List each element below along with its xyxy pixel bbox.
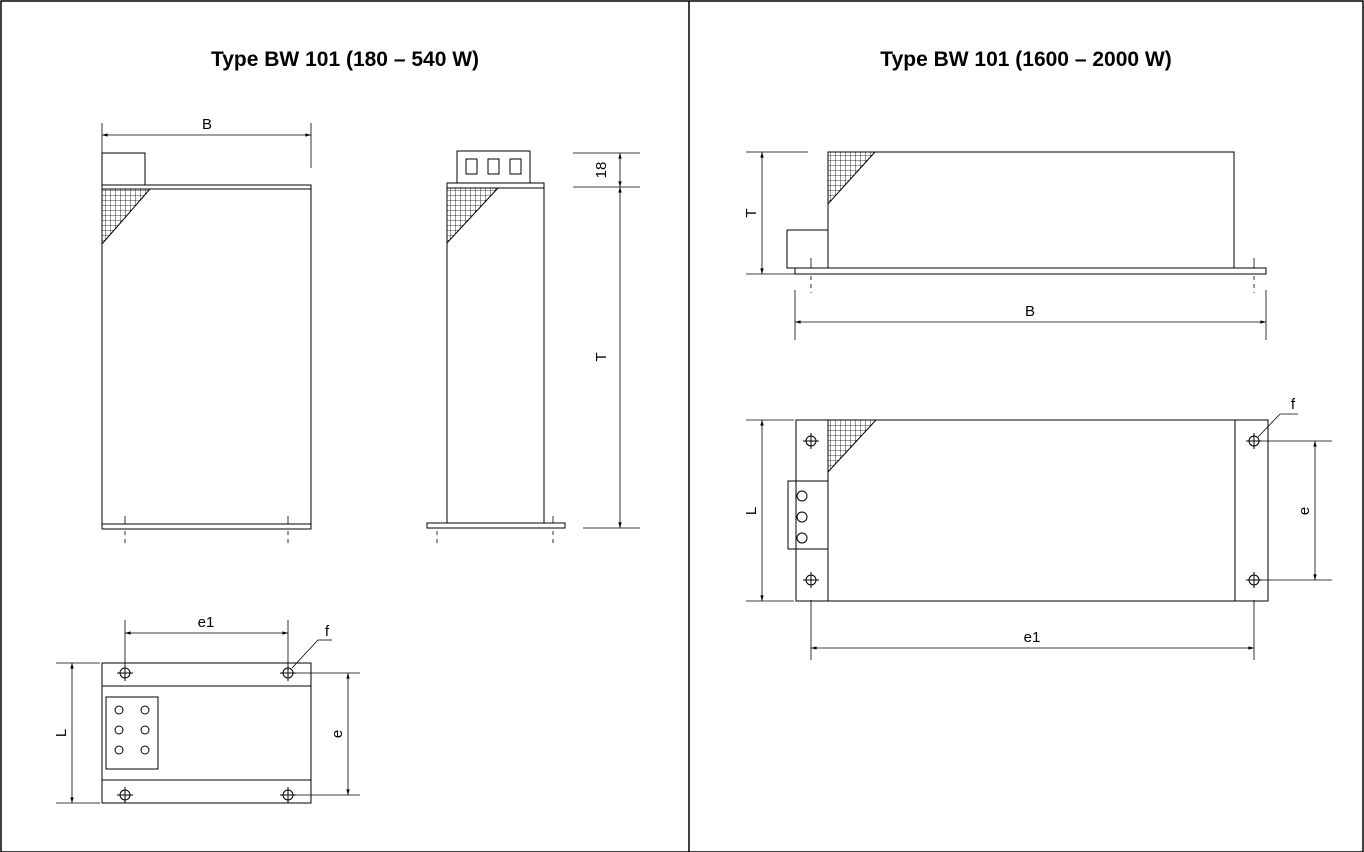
- left-top-dimensions: [56, 620, 360, 804]
- left-panel-title: Type BW 101 (180 – 540 W): [210, 48, 480, 71]
- label-t-right: T: [743, 208, 760, 217]
- label-f-left: f: [325, 623, 330, 640]
- left-mounting-holes: [117, 665, 296, 803]
- label-t-left: T: [593, 352, 610, 361]
- label-e1-left: e1: [198, 614, 215, 631]
- label-l-right: L: [743, 507, 760, 515]
- dimension-b-left: [101, 123, 312, 168]
- right-panel-title: Type BW 101 (1600 – 2000 W): [880, 48, 1172, 71]
- label-l-left: L: [53, 729, 70, 737]
- dimension-18-t-left: [573, 152, 640, 529]
- label-b-left: B: [202, 116, 212, 133]
- label-f-right: f: [1291, 396, 1296, 413]
- right-side-view: [786, 151, 1267, 293]
- label-b-right: B: [1025, 303, 1035, 320]
- label-18: 18: [593, 162, 610, 179]
- right-side-dimensions: [746, 151, 1267, 340]
- left-top-view: [101, 662, 312, 804]
- left-side-view: [426, 150, 566, 547]
- label-e-right: e: [1296, 507, 1313, 515]
- label-e1-right: e1: [1024, 629, 1041, 646]
- right-mounting-holes: [803, 433, 1262, 588]
- right-top-view: [787, 419, 1269, 602]
- label-e-left: e: [329, 730, 346, 738]
- right-top-dimensions: [746, 413, 1332, 660]
- left-front-view: [101, 152, 312, 544]
